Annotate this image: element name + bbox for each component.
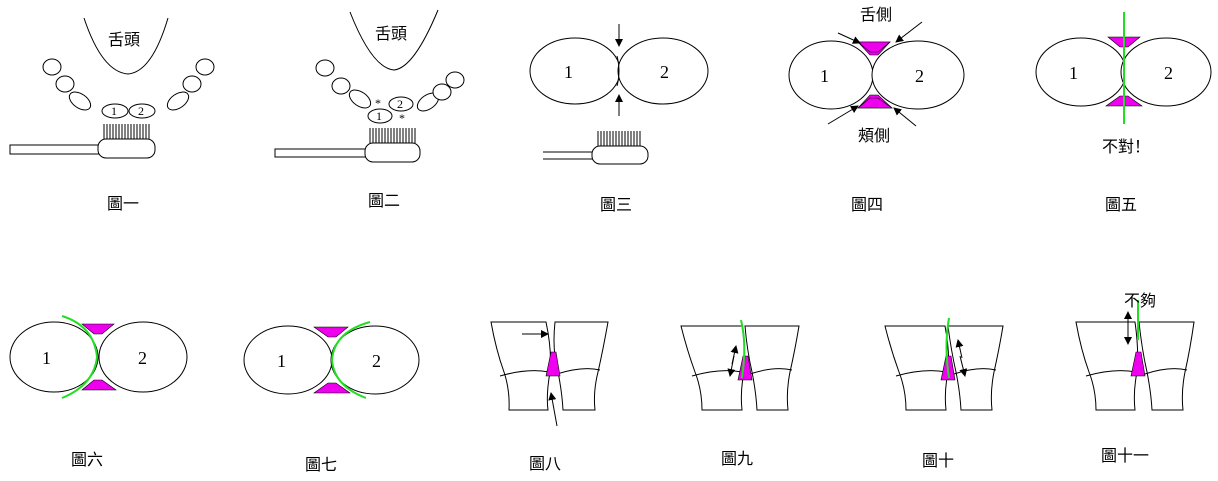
figure-11-caption: 圖十一: [1101, 446, 1149, 465]
tooth-2: [98, 321, 188, 393]
arrow-down: [727, 355, 736, 377]
figure-6-caption: 圖六: [71, 450, 103, 469]
tooth-2-number: 2: [660, 62, 669, 82]
tooth-2-number: 2: [397, 97, 403, 111]
gap-top: [81, 323, 115, 335]
tooth-2: [1120, 37, 1212, 107]
figure-7-caption: 圖七: [305, 455, 337, 474]
not-enough-note: 不夠: [1124, 291, 1156, 310]
wrong-note: 不對！: [1102, 137, 1150, 156]
tooth-1-number: 1: [820, 66, 829, 86]
figure-5: 1 2 不對！ 圖五: [1035, 12, 1212, 214]
tooth-1: [529, 37, 621, 105]
tooth-1: [243, 325, 333, 395]
tongue-label: 舌頭: [375, 24, 407, 43]
tooth-left-side: [490, 321, 551, 411]
figure-5-caption: 圖五: [1105, 195, 1137, 214]
tooth-1-number: 1: [564, 62, 573, 82]
mark-1: *: [375, 96, 381, 110]
figure-9-caption: 圖九: [721, 449, 753, 468]
figure-6: 1 2 圖六: [9, 315, 188, 469]
tooth-1-number: 1: [111, 104, 117, 118]
figure-1-caption: 圖一: [107, 194, 139, 213]
tooth-1: [1035, 37, 1127, 107]
gap: [545, 351, 561, 377]
arrow-up: [548, 392, 558, 427]
gap-top: [313, 326, 349, 338]
figure-10: 圖十: [884, 317, 1004, 470]
dental-arch: 2 1 * *: [315, 59, 465, 125]
gap: [1130, 351, 1146, 377]
gap: [737, 355, 753, 381]
floss: [945, 317, 950, 379]
tooth-1: [788, 40, 874, 110]
tooth-right-side: [553, 321, 609, 411]
tooth-2-number: 2: [1164, 63, 1173, 83]
arrow-down: [959, 355, 968, 377]
tooth-2-number: 2: [915, 66, 924, 86]
tooth-2-number: 2: [138, 348, 147, 368]
tooth-1-number: 1: [42, 348, 51, 368]
figure-8-caption: 圖八: [529, 454, 561, 473]
figure-4-caption: 圖四: [851, 195, 883, 214]
figure-1: 舌頭 1 2 圖一: [9, 17, 215, 213]
tooth-1: [9, 321, 99, 393]
lingual-label: 舌側: [860, 5, 892, 24]
toothbrush: [543, 131, 649, 165]
tooth-2: [871, 40, 965, 110]
tooth-2-number: 2: [138, 104, 144, 118]
figure-2: 舌頭 2 1 * * 圖二: [274, 9, 465, 210]
gap-bottom: [313, 382, 351, 394]
figure-9: 圖九: [680, 319, 800, 468]
tooth-2: [388, 96, 414, 112]
tongue-label: 舌頭: [108, 30, 140, 49]
figure-2-caption: 圖二: [368, 191, 400, 210]
floss: [330, 321, 371, 399]
tooth-1: [101, 103, 129, 119]
figure-11: 不夠 圖十一: [1075, 291, 1195, 465]
tooth-1-number: 1: [277, 351, 286, 371]
toothbrush: [274, 128, 421, 163]
tooth-2: [617, 37, 709, 105]
figure-3: 1 2 圖三: [529, 24, 709, 214]
tooth-2-number: 2: [372, 351, 381, 371]
tooth-1-number: 1: [376, 109, 382, 123]
mark-2: *: [399, 111, 405, 125]
figure-10-caption: 圖十: [922, 451, 954, 470]
figure-7: 1 2 圖七: [243, 321, 420, 474]
tooth-1-number: 1: [1069, 63, 1078, 83]
tongue-outline: [83, 17, 169, 75]
dental-arch: 1 2: [42, 58, 215, 119]
figure-8: 圖八: [490, 321, 609, 473]
floss: [61, 315, 99, 399]
tongue-outline: [349, 9, 439, 71]
buccal-label: 頰側: [858, 126, 890, 145]
floss: [740, 319, 746, 379]
gap-bottom: [81, 379, 117, 391]
figure-4: 舌側 1 2 頰側 圖四: [788, 5, 965, 214]
figure-3-caption: 圖三: [600, 195, 632, 214]
tooth-1: [367, 108, 393, 124]
arrow-up: [955, 339, 964, 359]
toothbrush: [9, 124, 156, 159]
tooth-2: [128, 103, 156, 119]
